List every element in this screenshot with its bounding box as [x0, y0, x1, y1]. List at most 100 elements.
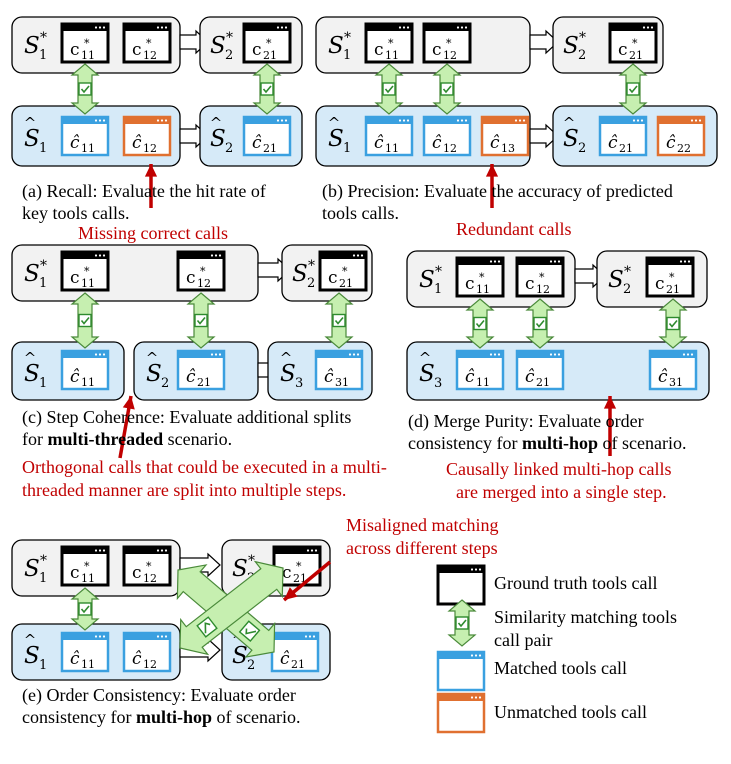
b-red-arrow-head [485, 164, 499, 177]
a-gt-step-2-label: S [210, 33, 226, 59]
legend-similarity-label-line2: call pair [494, 630, 553, 650]
b-gt-call-12-dot [464, 26, 468, 29]
c-pred-call-11-label: ĉ [70, 367, 80, 387]
c-pred-call-31-titlebar [316, 351, 362, 358]
c-pred-call-21-dot [210, 353, 214, 356]
d-pred-call-11-dot [493, 353, 497, 356]
d-pred-call-31-sub: 31 [669, 376, 683, 389]
b-pred-call-12-titlebar [424, 117, 470, 124]
b-pred-call-21-dot [632, 119, 636, 122]
d-match-11-check-mark [475, 319, 485, 328]
a-gt-call-12-dot [160, 26, 164, 29]
b-pred-step-2-label-sub: 2 [578, 141, 586, 156]
legend-similarity-label-line1: Similarity matching tools [494, 607, 677, 627]
b-pred-call-22-dot [690, 119, 694, 122]
c-gt-call-21-star: * [342, 265, 348, 278]
b-pred-call-12-dot [464, 119, 468, 122]
e-match-cross-b-check-mark [204, 622, 211, 634]
d-gt-step-1-label: S [419, 267, 435, 293]
c-gt-call-11-titlebar [62, 252, 108, 259]
d-pred-call-21-dot [553, 353, 557, 356]
c-gt-step-2-label-star: * [308, 258, 315, 274]
a-gt-call-12-dot [156, 26, 160, 29]
d-gt-call-21-dot [687, 260, 691, 263]
c-pred-step-1-label: S [24, 361, 40, 387]
c-pred-call-31-label: ĉ [324, 367, 334, 387]
c-gt-call-12-sub: 12 [197, 277, 211, 290]
e-gt-call-11-dot [98, 549, 102, 552]
a-pred-call-12-dot [160, 119, 164, 122]
legend-ground-truth-icon-dot [478, 568, 482, 571]
c-pred-call-21-titlebar [178, 351, 224, 358]
d-pred-call-11-titlebar [457, 351, 503, 358]
c-pred-step-3-label-hat: ^ [280, 349, 293, 367]
c-gt-call-11-dot [102, 254, 106, 257]
e-red-arrow-head [284, 587, 298, 600]
a-pred-call-11-dot [94, 119, 98, 122]
c-match-12-check-box [194, 313, 208, 328]
b-pred-call-22-sub: 22 [677, 142, 691, 155]
e-pred-call-21-label: ĉ [280, 649, 290, 669]
legend-unmatched-icon-dot [478, 696, 482, 699]
b-pred-call-12-dot [460, 119, 464, 122]
c-pred-call-11-dot [98, 353, 102, 356]
e-gt-call-21-dot [306, 549, 310, 552]
d-match-21-check-mark [668, 319, 678, 328]
c-gt-call-21-label: c [328, 268, 338, 288]
d-pred-call-31-dot [686, 353, 690, 356]
c-pred-step-3-label: S [280, 361, 296, 387]
b-match-21-check-box [626, 82, 640, 96]
d-gt-call-21-label: c [655, 274, 665, 294]
a-pred-step-2-label-hat: ^ [210, 114, 223, 132]
e-pred-step-2-label-sub: 2 [247, 658, 255, 673]
e-pred-call-11-dot [98, 635, 102, 638]
d-gt-call-12-titlebar [517, 258, 563, 265]
a-match-11-check-box [78, 82, 92, 96]
c-gt-call-11-sub: 11 [81, 277, 95, 290]
caption-d-line1: (d) Merge Purity: Evaluate order [408, 411, 644, 431]
b-pred-call-22-label: ĉ [666, 133, 676, 153]
b-pred-call-13-dot [518, 119, 522, 122]
d-match-21-check-box [666, 316, 680, 331]
c-gt-call-21-titlebar [320, 252, 366, 259]
b-pred-call-11-sub: 11 [385, 142, 399, 155]
caption-c-line1: (c) Step Coherence: Evaluate additional … [22, 407, 352, 427]
e-match-11-check-box [78, 602, 92, 616]
e-pred-call-11-dot [102, 635, 106, 638]
legend-ground-truth-label: Ground truth tools call [494, 573, 658, 593]
e-gt-call-12-sub: 12 [143, 572, 157, 585]
b-pred-call-21-titlebar [600, 117, 646, 124]
d-match-12-check-box [533, 316, 547, 331]
legend-unmatched-label: Unmatched tools call [494, 702, 647, 722]
a-gt-call-12-sub: 12 [143, 49, 157, 62]
legend-similarity-icon-check-box [455, 616, 469, 630]
c-match-11-check-box [78, 313, 92, 328]
a-pred-call-21-dot [280, 119, 284, 122]
a-pred-call-12-label: ĉ [132, 133, 142, 153]
b-pred-call-12-dot [456, 119, 460, 122]
d-gt-call-11-sub: 11 [476, 283, 490, 296]
e-pred-step-1-label-sub: 1 [39, 658, 47, 673]
a-gt-call-11-titlebar [62, 24, 108, 31]
c-gt-step-1-label-star: * [40, 258, 47, 274]
a-gt-call-12-star: * [146, 37, 152, 50]
a-pred-call-11-dot [98, 119, 102, 122]
e-gt-call-11-dot [102, 549, 106, 552]
d-pred-call-31-label: ĉ [658, 367, 668, 387]
c-pred-call-21-dot [218, 353, 222, 356]
b-gt-call-11-star: * [388, 37, 394, 50]
c-gt-call-12-dot [218, 254, 222, 257]
c-pred-step-2-label-hat: ^ [146, 349, 159, 367]
b-pred-call-13-titlebar [482, 117, 528, 124]
b-gt-call-21-label: c [618, 40, 628, 60]
c-gt-step-1-label: S [24, 261, 40, 287]
a-pred-call-21-label: ĉ [252, 133, 262, 153]
b-gt-step-2-label: S [563, 33, 579, 59]
a-gt-call-11-dot [98, 26, 102, 29]
b-gt-call-11-sub: 11 [385, 49, 399, 62]
e-pred-call-12-sub: 12 [143, 658, 157, 671]
e-pred-step-1-label: S [24, 643, 40, 669]
e-gt-call-11-titlebar [62, 547, 108, 554]
d-gt-call-21-sub: 21 [666, 283, 680, 296]
